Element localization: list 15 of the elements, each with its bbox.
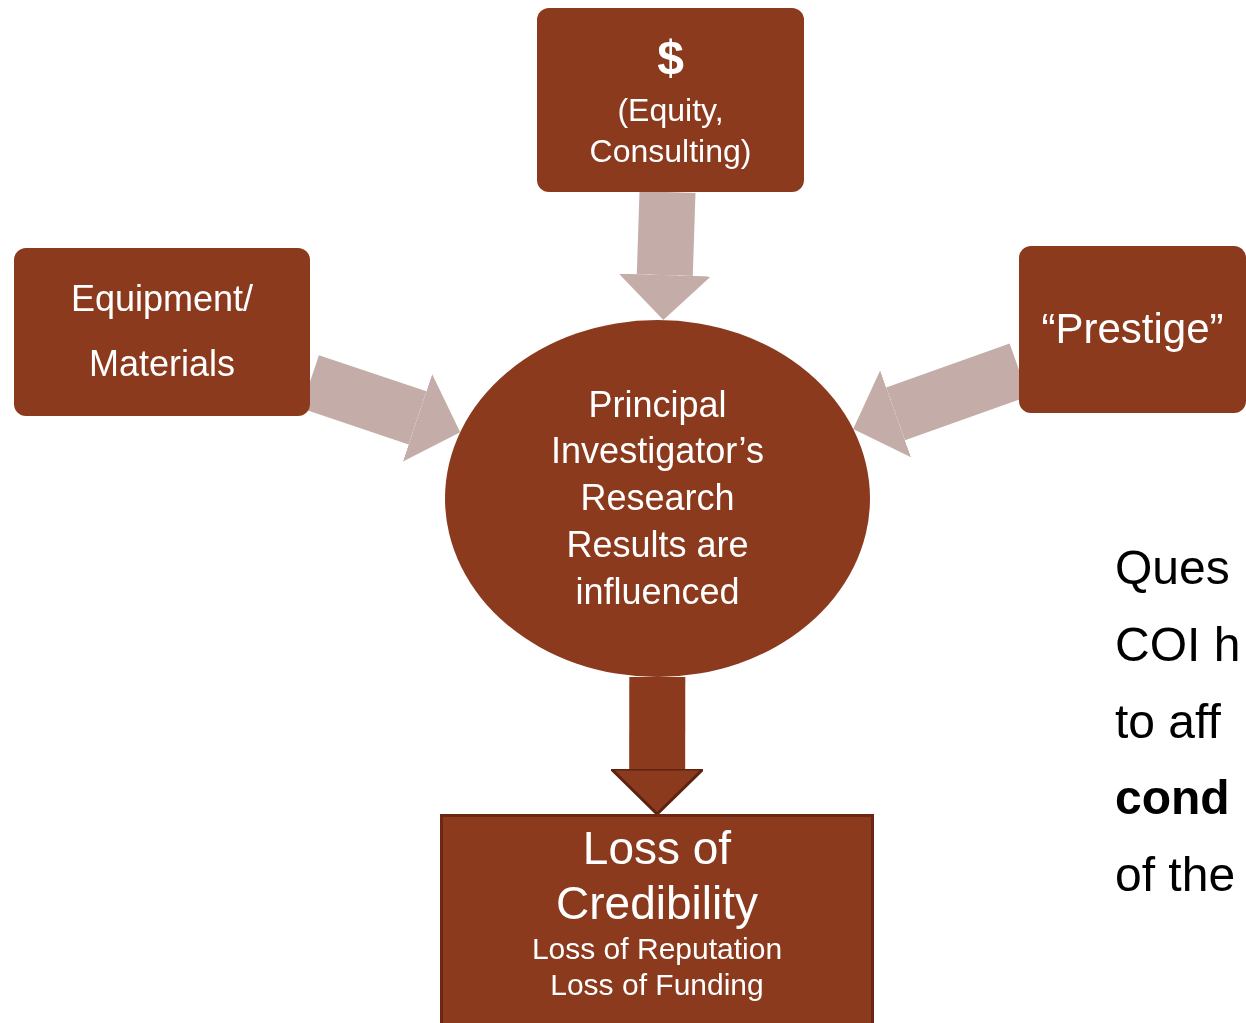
process-box xyxy=(14,248,310,416)
node-text: Loss of Credibility xyxy=(555,821,759,932)
block-arrow xyxy=(618,191,711,321)
node-text: $ xyxy=(657,30,684,87)
node-text: “Prestige” xyxy=(1041,304,1224,355)
block-arrow xyxy=(609,677,705,816)
node-text: Equipment/ Materials xyxy=(69,277,255,386)
process-box xyxy=(1019,246,1246,413)
node-text: Principal Investigator’s Research Results are influenced xyxy=(550,382,765,614)
process-box xyxy=(440,814,874,1023)
process-box xyxy=(537,8,804,192)
node-text: Loss of Reputation xyxy=(531,931,783,968)
question-text: Ques COI h to aff cond of the xyxy=(1115,540,1242,904)
node-text: Loss of Funding xyxy=(550,967,764,1004)
node-text: (Equity, Consulting) xyxy=(588,90,753,172)
